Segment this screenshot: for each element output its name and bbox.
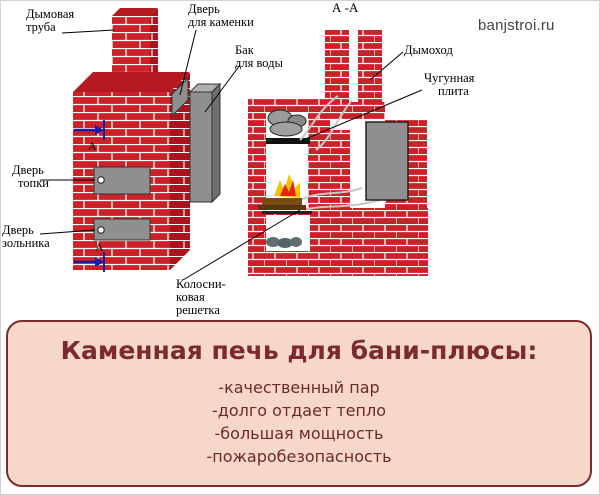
section-arrow-bottom — [74, 252, 105, 272]
firebox-mid-wall — [308, 98, 330, 208]
water-tank-side — [211, 82, 221, 204]
label-cast-iron-plate-line2: плита — [438, 84, 469, 98]
label-ash-door: Дверь зольника — [2, 224, 50, 250]
heater-stones — [267, 109, 307, 137]
label-chimney-line1: Дымовая — [26, 7, 75, 21]
label-grate: Колосни- ковая решетка — [176, 278, 226, 317]
benefit-item: -качественный пар — [218, 378, 380, 397]
chimney-top — [112, 8, 158, 16]
label-smoke-duct: Дымоход — [404, 43, 453, 57]
upper-right-block — [330, 102, 385, 120]
ash-door-shape — [93, 218, 151, 241]
panel-title: Каменная печь для бани-плюсы: — [60, 336, 538, 365]
section-mark-bottom: A — [95, 240, 104, 254]
section-title: А -А — [332, 0, 359, 15]
flue-left-column — [325, 30, 349, 102]
water-tank-front — [189, 91, 213, 203]
label-heater-door-line1: Дверь — [188, 2, 220, 16]
label-firebox-door-line2: топки — [18, 176, 49, 190]
label-water-tank-line2: для воды — [235, 56, 283, 70]
section-mark-top: A — [88, 139, 97, 153]
label-ash-door-line1: Дверь — [2, 223, 34, 237]
chimney-front — [112, 16, 150, 80]
label-cast-iron-plate-line1: Чугунная — [424, 71, 475, 85]
label-heater-door-line2: для каменки — [188, 15, 254, 29]
label-heater-door: Дверь для каменки — [188, 3, 254, 29]
label-chimney: Дымовая труба — [26, 8, 74, 34]
stove-top — [73, 72, 190, 92]
label-ash-door-line2: зольника — [2, 236, 50, 250]
section-view — [248, 30, 428, 276]
label-firebox-door: Дверь топки — [12, 164, 49, 190]
benefits-panel: Каменная печь для бани-плюсы: -качествен… — [6, 320, 592, 487]
label-firebox-door-line1: Дверь — [12, 163, 44, 177]
label-cast-iron-plate: Чугунная плита — [424, 72, 474, 98]
smoke-path — [299, 95, 381, 211]
label-grate-line3: решетка — [176, 303, 220, 317]
label-grate-line2: ковая — [176, 290, 205, 304]
ash-stones — [266, 237, 302, 248]
stove-diagram: A A — [39, 8, 428, 281]
site-watermark: banjstroi.ru — [478, 17, 555, 34]
stove-3d-view — [73, 8, 222, 272]
grate-shape — [262, 211, 312, 214]
leader-lines — [39, 29, 423, 281]
benefit-item: -долго отдает тепло — [212, 401, 386, 420]
label-water-tank-line1: Бак — [235, 43, 254, 57]
section-arrow-top — [74, 120, 105, 140]
label-grate-line1: Колосни- — [176, 277, 226, 291]
fire-icon — [258, 174, 306, 210]
benefit-item: -пожаробезопасность — [206, 447, 392, 466]
stove-side — [170, 72, 190, 270]
benefit-item: -большая мощность — [214, 424, 384, 443]
inner-right-wall — [330, 130, 350, 208]
label-water-tank: Бак для воды — [235, 44, 283, 70]
section-water-tank — [365, 121, 409, 201]
label-chimney-line2: труба — [26, 20, 56, 34]
chimney-side — [150, 8, 158, 80]
cast-iron-plate-shape — [266, 138, 310, 144]
